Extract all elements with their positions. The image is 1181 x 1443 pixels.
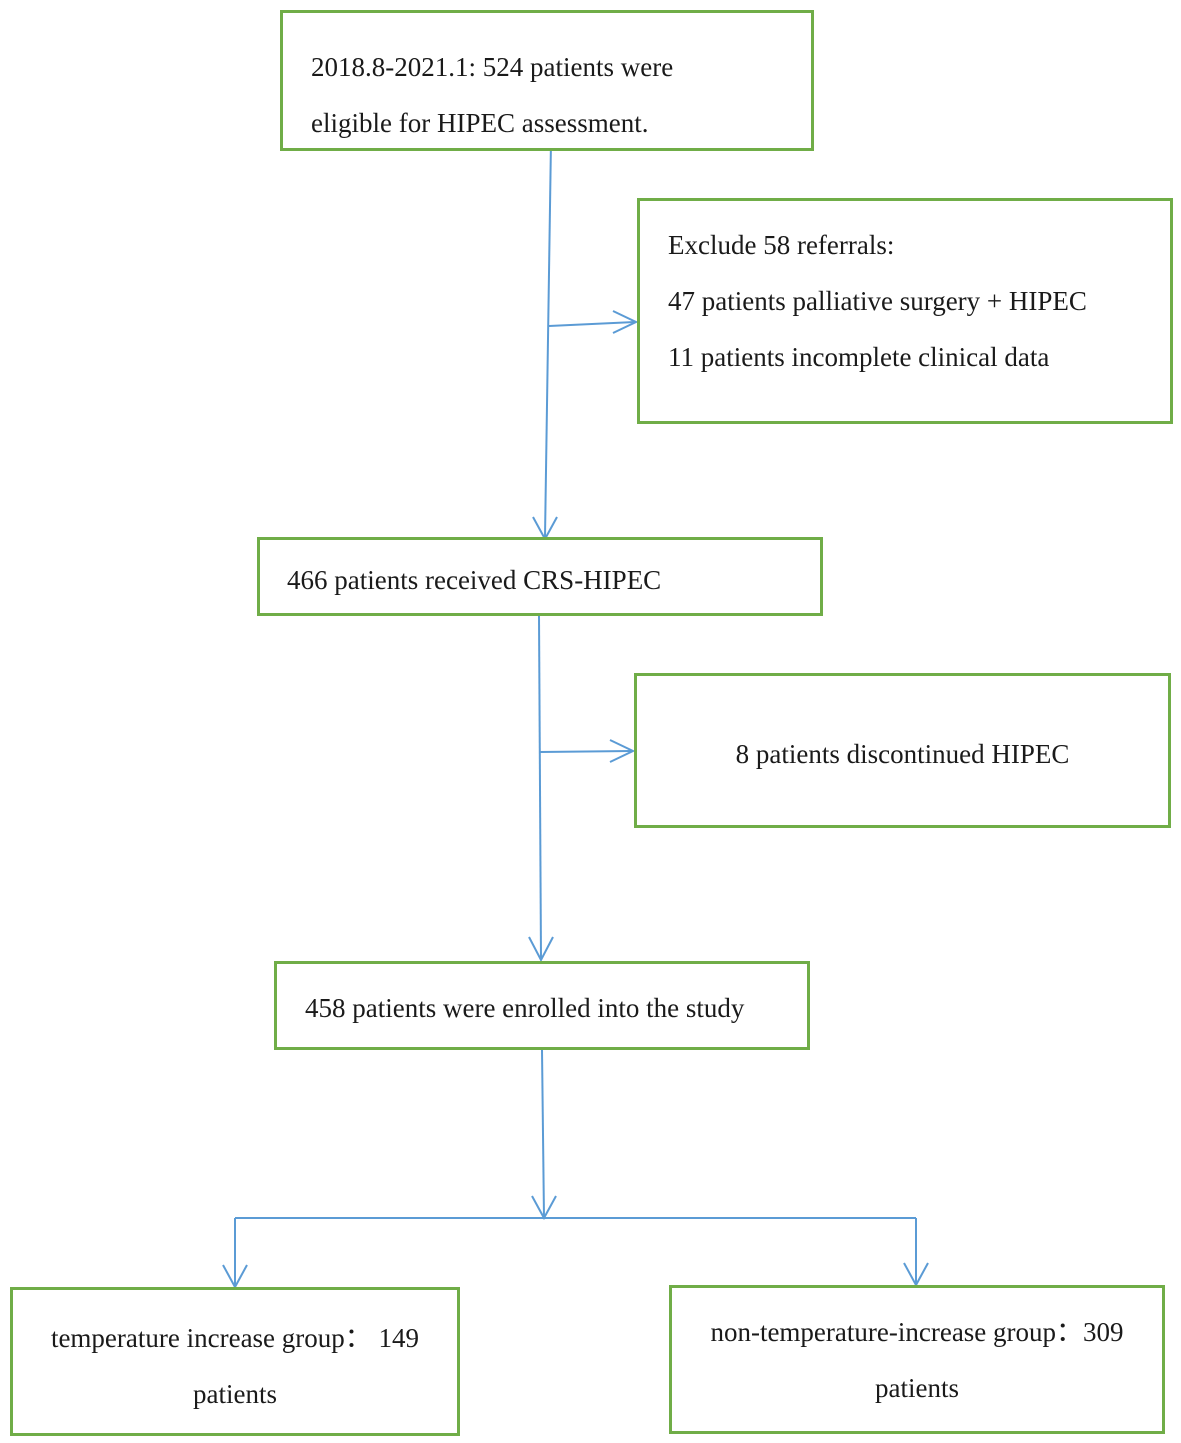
arrowhead-discontinued [609, 739, 636, 763]
node-text: eligible for HIPEC assessment. [311, 108, 649, 138]
node-text: 8 patients discontinued HIPEC [735, 739, 1070, 769]
arrowhead-exclude [612, 310, 639, 334]
node-text: Exclude 58 referrals: [668, 230, 895, 260]
arrow-to-discontinued [539, 750, 633, 753]
node-text: 2018.8-2021.1: 524 patients were [311, 52, 674, 82]
node-discontinued-hipec: 8 patients discontinued HIPEC [634, 673, 1171, 828]
node-received-crs-hipec: 466 patients received CRS-HIPEC [257, 537, 823, 616]
arrow-crs-to-enrolled [538, 615, 542, 961]
node-temperature-increase-group: temperature increase group： 149 patients [10, 1287, 460, 1436]
node-text: patients [875, 1373, 959, 1403]
node-text: patients [193, 1379, 277, 1409]
node-text: 466 patients received CRS-HIPEC [287, 565, 662, 595]
node-text: temperature increase group： 149 [50, 1323, 420, 1353]
node-eligible-patients: 2018.8-2021.1: 524 patients were eligibl… [280, 10, 814, 151]
arrow-start-to-crs [544, 140, 552, 538]
node-excluded-referrals: Exclude 58 referrals: 47 patients pallia… [637, 198, 1173, 424]
node-non-temperature-increase-group: non-temperature-increase group：309 patie… [669, 1285, 1165, 1434]
node-text: 47 patients palliative surgery + HIPEC [668, 286, 1087, 316]
arrow-enrolled-to-split [541, 1049, 545, 1219]
node-text: 11 patients incomplete clinical data [668, 342, 1050, 372]
arrow-to-exclude [548, 321, 636, 327]
node-text: non-temperature-increase group：309 [710, 1317, 1124, 1347]
node-text: 458 patients were enrolled into the stud… [305, 993, 745, 1023]
arrowhead-enrolled [528, 936, 554, 963]
node-enrolled-patients: 458 patients were enrolled into the stud… [274, 961, 810, 1050]
